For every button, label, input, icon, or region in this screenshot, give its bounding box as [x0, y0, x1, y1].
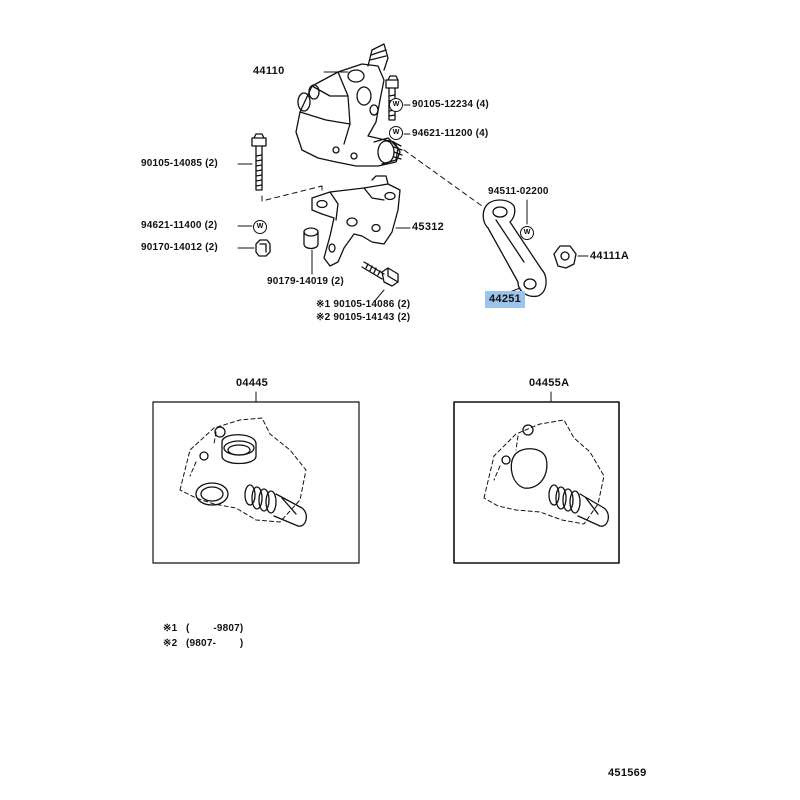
steering-gear-housing-drawing: [295, 43, 403, 167]
washer-top-icon: W: [389, 98, 403, 112]
collar-drawing: [303, 227, 319, 250]
bolt-left-drawing: [251, 133, 267, 191]
note-1-range: ( -9807): [186, 623, 244, 634]
label-gear-box[interactable]: 44110: [253, 65, 285, 77]
label-bracket[interactable]: 45312: [412, 221, 445, 233]
washer-arm-icon: W: [520, 226, 534, 240]
figure-number: 451569: [608, 767, 647, 779]
note-2-range: (9807- ): [186, 638, 244, 649]
label-bolt-top[interactable]: 90105-12234 (4): [412, 99, 489, 110]
label-bolt-left[interactable]: 90105-14085 (2): [141, 158, 218, 169]
kit-04445-drawing: [152, 391, 360, 564]
note-1-mark: ※1: [163, 623, 178, 634]
dashed-guides: [261, 149, 483, 207]
label-washer-top[interactable]: 94621-11200 (4): [412, 128, 489, 139]
long-bolt-drawing: [361, 261, 399, 287]
label-kit-04455a[interactable]: 04455A: [529, 377, 570, 389]
kit-04455a-drawing: [453, 391, 620, 564]
label-kit-04445[interactable]: 04445: [236, 377, 269, 389]
label-nut-left[interactable]: 90170-14012 (2): [141, 242, 218, 253]
label-collar[interactable]: 90179-14019 (2): [267, 276, 344, 287]
washer-left-icon: W: [253, 220, 267, 234]
bracket-drawing: [311, 175, 401, 267]
label-arm-washer[interactable]: 94511-02200: [488, 186, 549, 197]
label-arm-nut[interactable]: 44111A: [590, 250, 630, 262]
label-washer-left[interactable]: 94621-11400 (2): [141, 220, 218, 231]
nut-left-drawing: [255, 239, 271, 257]
label-bolt-opt2[interactable]: ※2 90105-14143 (2): [316, 312, 411, 323]
label-pitman-arm[interactable]: 44251: [485, 291, 526, 308]
pitman-arm-drawing: [482, 199, 547, 298]
note-2-mark: ※2: [163, 638, 178, 649]
washer-top-2-icon: W: [389, 126, 403, 140]
arm-nut-drawing: [553, 245, 577, 269]
label-bolt-opt1[interactable]: ※1 90105-14086 (2): [316, 299, 411, 310]
